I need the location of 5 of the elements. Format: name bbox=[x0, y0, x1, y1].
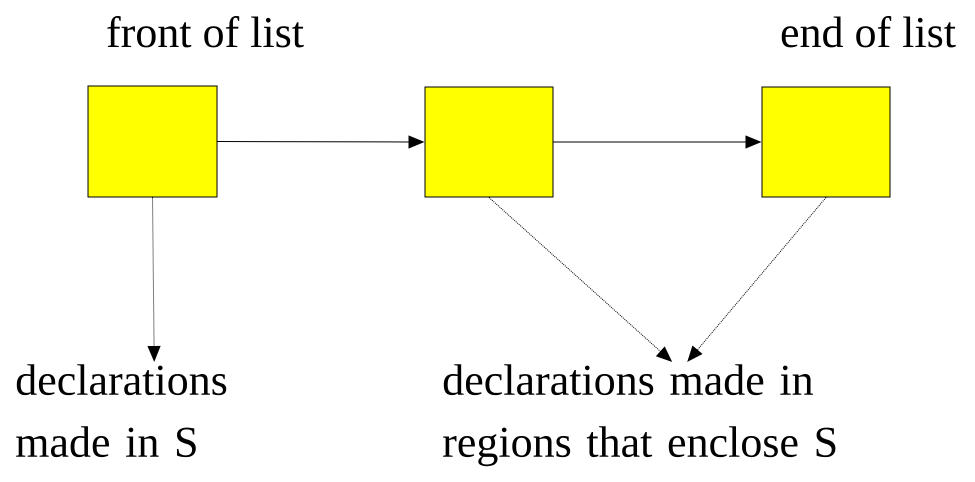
list-box bbox=[424, 86, 554, 198]
heading: front of list bbox=[107, 16, 304, 48]
text-label: declarations made in S bbox=[16, 364, 226, 458]
heading: end of list bbox=[782, 16, 956, 48]
text-label: declarations made in regions that enclose S bbox=[443, 364, 836, 466]
